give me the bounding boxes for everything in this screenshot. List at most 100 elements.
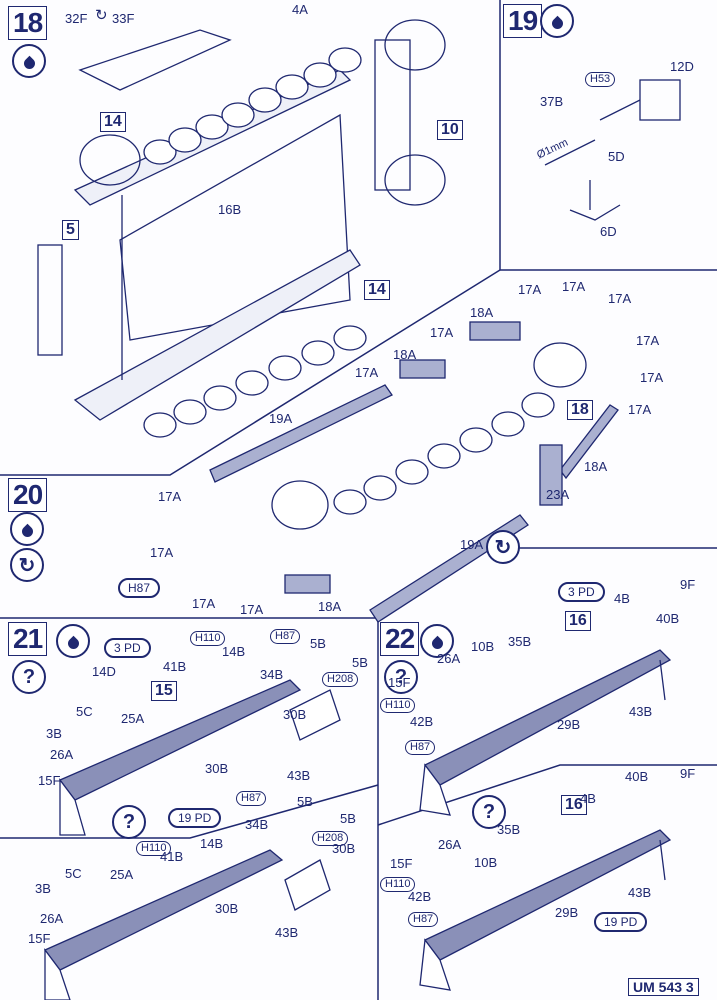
subassembly-label: 18 — [567, 400, 593, 420]
part-label: 26A — [50, 747, 74, 762]
part-label: 5B — [310, 636, 326, 651]
exhaust-drawing — [544, 79, 681, 221]
part-label: 9F — [680, 766, 696, 781]
step-22-number: 22 — [380, 622, 420, 656]
part-label: 41B — [163, 659, 187, 674]
rotate-icon: ↻ — [10, 548, 44, 582]
part-label: 30B — [215, 901, 239, 916]
part-label: 17A — [628, 402, 652, 417]
part-label: 17A — [355, 365, 379, 380]
page-footer: UM 543 3 — [628, 978, 699, 996]
part-label: 15F — [38, 773, 61, 788]
part-label: 43B — [287, 768, 311, 783]
part-label: 17A — [158, 489, 182, 504]
part-label: 26A — [40, 911, 64, 926]
glue-drop-icon — [540, 4, 574, 38]
part-label: 29B — [555, 905, 579, 920]
part-label: 6D — [600, 224, 617, 239]
part-label: 37B — [540, 94, 564, 109]
subassembly-label: 14 — [100, 112, 126, 132]
paint-code: H87 — [236, 791, 267, 806]
version-label: 19 PD — [594, 912, 648, 932]
question-icon: ? — [12, 660, 46, 694]
part-label: 33F — [112, 11, 135, 26]
part-label: 30B — [205, 761, 229, 776]
step-21-number: 21 — [8, 622, 48, 656]
version-label: 19 PD — [168, 808, 222, 828]
part-label: 17A — [240, 602, 264, 617]
part-label: 30B — [283, 707, 307, 722]
subassembly-label: 5 — [62, 220, 79, 240]
part-label: 25A — [110, 867, 134, 882]
part-label: 43B — [275, 925, 299, 940]
part-label: 9F — [680, 577, 696, 592]
glue-drop-icon — [56, 624, 90, 658]
part-label: 19A — [269, 411, 293, 426]
part-label: 14B — [222, 644, 246, 659]
paint-code: H87 — [408, 912, 439, 927]
part-label: 5B — [352, 655, 368, 670]
question-icon: ? — [472, 795, 506, 829]
part-label: 23A — [546, 487, 570, 502]
part-label: 17A — [150, 545, 174, 560]
part-label: 32F — [65, 11, 88, 26]
part-label: 42B — [410, 714, 434, 729]
part-label: 19A — [460, 537, 484, 552]
paint-code: H208 — [312, 831, 349, 846]
part-label: 17A — [640, 370, 664, 385]
part-label: 40B — [656, 611, 680, 626]
part-label: 17A — [192, 596, 216, 611]
part-label: 15F — [28, 931, 51, 946]
part-label: 15F — [390, 856, 413, 871]
rotate-icon: ↻ — [486, 530, 520, 564]
part-label: 4B — [614, 591, 630, 606]
paint-code: H208 — [322, 672, 359, 687]
part-label: 17A — [562, 279, 586, 294]
part-label: 18A — [393, 347, 417, 362]
part-label: 10B — [471, 639, 495, 654]
part-label: 17A — [636, 333, 660, 348]
part-label: 12D — [670, 59, 694, 74]
part-label: 18A — [318, 599, 342, 614]
paint-code: H87 — [405, 740, 436, 755]
part-label: 30B — [332, 841, 356, 856]
paint-code: H110 — [136, 841, 172, 856]
paint-code: H110 — [380, 877, 416, 892]
part-label: 25A — [121, 711, 145, 726]
question-icon: ? — [112, 805, 146, 839]
part-label: 5B — [340, 811, 356, 826]
version-label: 3 PD — [104, 638, 151, 658]
part-label: 26A — [438, 837, 462, 852]
part-label: 18A — [584, 459, 608, 474]
part-label: 5C — [76, 704, 93, 719]
part-label: 4A — [292, 2, 308, 17]
glue-drop-icon — [10, 512, 44, 546]
part-label: 18A — [470, 305, 494, 320]
subassembly-label: 10 — [437, 120, 463, 140]
part-label: 26A — [437, 651, 461, 666]
part-label: 3B — [46, 726, 62, 741]
part-label: 5C — [65, 866, 82, 881]
part-label: 43B — [629, 704, 653, 719]
subassembly-label: 15 — [151, 681, 177, 701]
paint-code: H110 — [190, 631, 226, 646]
part-label: 35B — [497, 822, 521, 837]
subassembly-label: 16 — [561, 795, 587, 815]
paint-code: H87 — [118, 578, 161, 598]
fender-drawing-21 — [43, 679, 341, 1000]
page-number: 3 — [685, 979, 694, 995]
paint-code: H110 — [380, 698, 416, 713]
step-19-number: 19 — [503, 4, 543, 38]
paint-code: H87 — [270, 629, 301, 644]
fender-drawing-22 — [419, 649, 672, 991]
part-label: 17A — [430, 325, 454, 340]
part-label: 34B — [260, 667, 284, 682]
glue-drop-icon — [420, 624, 454, 658]
road-wheels — [143, 47, 587, 530]
part-label: 4B — [580, 791, 596, 806]
part-label: 16B — [218, 202, 242, 217]
part-label: 3B — [35, 881, 51, 896]
part-label: 14B — [200, 836, 224, 851]
